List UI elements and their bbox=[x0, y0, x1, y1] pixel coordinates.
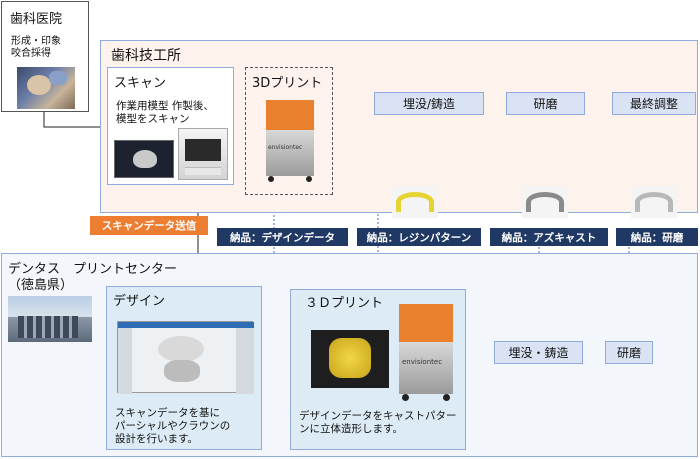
lab-step-embed-cast: 埋没/鋳造 bbox=[374, 92, 484, 115]
center-title-2: （徳島県） bbox=[8, 278, 74, 293]
scan-monitor-image bbox=[114, 140, 174, 178]
center-print-desc-1: デザインデータをキャストパター bbox=[299, 410, 457, 422]
clinic-title: 歯科医院 bbox=[10, 12, 63, 27]
design-desc-3: 設計を行います。 bbox=[115, 433, 198, 445]
lab-scan-title: スキャン bbox=[114, 76, 167, 91]
resin-print-photo bbox=[311, 330, 389, 388]
design-desc-2: パーシャルやクラウンの bbox=[115, 420, 231, 432]
center-printer-brand: envisiontec bbox=[402, 358, 443, 366]
lab-scan-box: スキャン 作業用模型 作製後、 模型をスキャン bbox=[107, 67, 234, 185]
clinic-desc-2: 咬合採得 bbox=[11, 48, 51, 59]
clinic-box: 歯科医院 形成・印象 咬合採得 bbox=[1, 1, 89, 112]
polished-image bbox=[631, 186, 677, 218]
design-title: デザイン bbox=[113, 294, 166, 309]
delivery-polish: 納品：研磨 bbox=[616, 228, 698, 246]
clinic-desc-1: 形成・印象 bbox=[11, 36, 61, 47]
center-step-polish: 研磨 bbox=[605, 341, 653, 364]
lab-scan-desc-2: 模型をスキャン bbox=[116, 113, 190, 125]
lab-printer-image: envisiontec bbox=[266, 100, 314, 184]
center-step-embed-cast: 埋没・鋳造 bbox=[494, 341, 583, 364]
design-desc-1: スキャンデータを基に bbox=[115, 407, 220, 419]
center-print-desc-2: ンに立体造形します。 bbox=[299, 423, 403, 435]
center-printer-image: envisiontec bbox=[399, 304, 453, 402]
center-print-title: ３Ｄプリント bbox=[305, 296, 384, 311]
center-print-box: ３Ｄプリント envisiontec デザインデータをキャストパター ンに立体造… bbox=[290, 289, 466, 450]
delivery-as-cast: 納品：アズキャスト bbox=[490, 228, 608, 246]
lab-print-title: 3Dプリント bbox=[252, 76, 323, 91]
resin-pattern-image bbox=[392, 186, 438, 218]
scanner-image bbox=[178, 128, 228, 180]
design-software-image bbox=[117, 321, 254, 394]
lab-print-box: 3Dプリント envisiontec bbox=[245, 67, 333, 195]
lab-step-polish: 研磨 bbox=[506, 92, 585, 115]
lab-step-final-adjust: 最終調整 bbox=[612, 92, 696, 115]
delivery-design-data: 納品：デザインデータ bbox=[217, 228, 348, 246]
as-cast-image bbox=[522, 186, 568, 218]
scan-data-transfer-label: スキャンデータ送信 bbox=[90, 216, 208, 235]
delivery-resin-pattern: 納品：レジンパターン bbox=[357, 228, 481, 246]
clinic-photo bbox=[17, 67, 75, 109]
lab-title: 歯科技工所 bbox=[111, 48, 181, 64]
center-title-1: デンタス プリントセンター bbox=[8, 262, 178, 277]
center-building-photo bbox=[8, 296, 92, 342]
design-box: デザイン スキャンデータを基に パーシャルやクラウンの 設計を行います。 bbox=[106, 286, 262, 450]
lab-printer-brand: envisiontec bbox=[268, 144, 303, 151]
lab-scan-desc-1: 作業用模型 作製後、 bbox=[116, 100, 214, 112]
